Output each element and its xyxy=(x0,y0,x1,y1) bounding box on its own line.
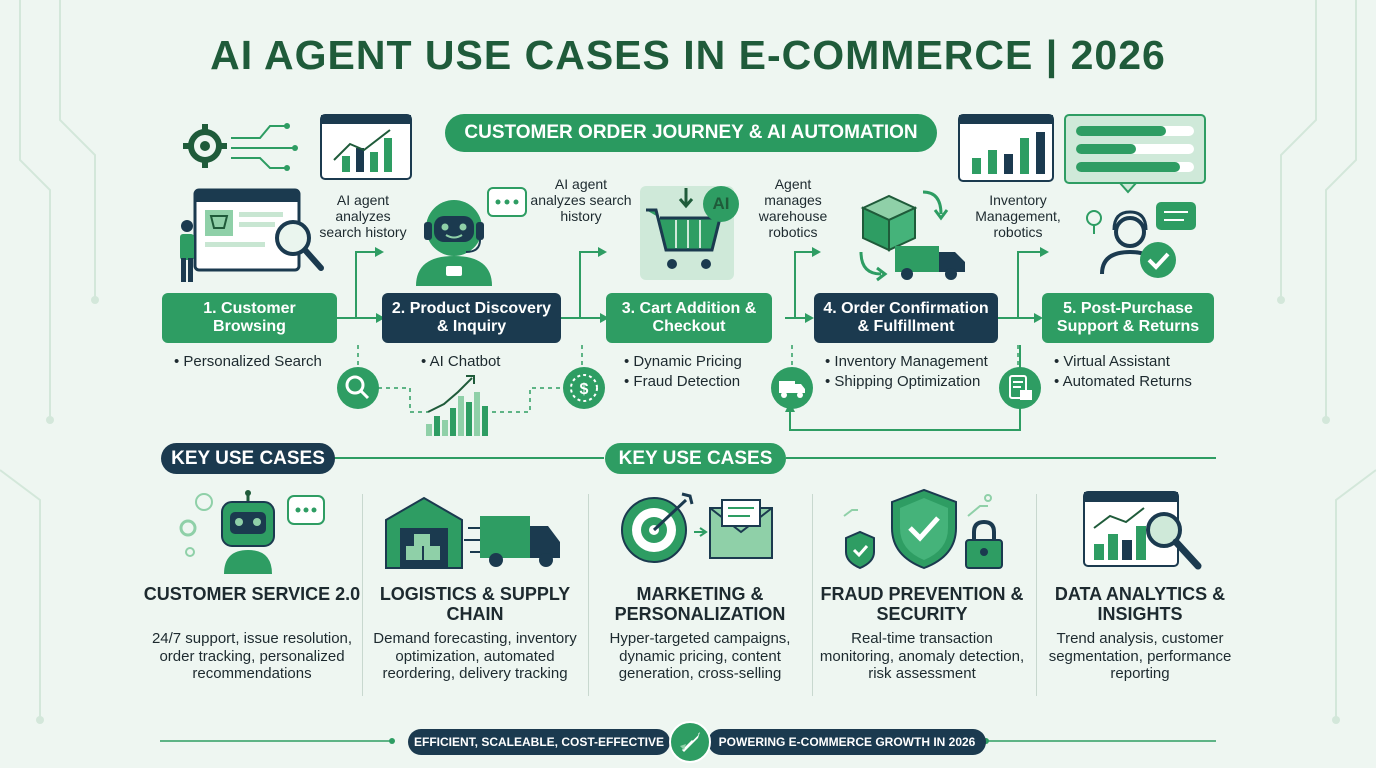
headset-icon xyxy=(424,222,432,240)
use-case-desc-data-analytics: Trend analysis, customer segmentation, p… xyxy=(1048,630,1232,682)
footer-right-tagline: POWERING E-COMMERCE GROWTH IN 2026 xyxy=(708,729,986,755)
use-case-title-data-analytics: DATA ANALYTICS & INSIGHTS xyxy=(1054,584,1226,624)
use-case-title-customer-service: CUSTOMER SERVICE 2.0 xyxy=(143,584,361,604)
circuit-lines-icon xyxy=(231,125,293,169)
column-divider xyxy=(812,494,813,696)
use-case-title-fraud-prevention: FRAUD PREVENTION & SECURITY xyxy=(820,584,1024,624)
bullet-ai-chatbot: AI Chatbot xyxy=(421,352,501,372)
analytics-chart-icon xyxy=(320,114,412,180)
stage-1-bullets: Personalized Search xyxy=(174,352,321,372)
progress-dashboard-icon xyxy=(1064,114,1206,194)
delivery-truck-icon xyxy=(771,367,813,409)
warehouse-truck-icon xyxy=(385,496,560,569)
robot-agent-illustration xyxy=(416,187,527,286)
journey-note-4: Inventory Management, robotics xyxy=(975,192,1061,240)
use-case-desc-logistics: Demand forecasting, inventory optimizati… xyxy=(373,630,577,682)
use-case-title-logistics: LOGISTICS & SUPPLY CHAIN xyxy=(379,584,571,624)
browsing-illustration xyxy=(180,123,324,282)
marketing-target-email-icon xyxy=(621,492,773,563)
key-use-cases-label-left: KEY USE CASES xyxy=(161,443,335,474)
journey-section-label: CUSTOMER ORDER JOURNEY & AI AUTOMATION xyxy=(445,114,937,152)
bullet-virtual-assistant: Virtual Assistant xyxy=(1054,352,1192,372)
truck-icon xyxy=(895,246,939,272)
stage-2-bullets: AI Chatbot xyxy=(421,352,501,372)
cart-small-icon xyxy=(209,215,229,229)
journey-note-3: Agent manages warehouse robotics xyxy=(758,176,828,240)
message-icon xyxy=(1156,202,1196,230)
bullet-inventory-management: Inventory Management xyxy=(825,352,987,372)
bullet-fraud-detection: Fraud Detection xyxy=(624,372,742,392)
headset-icon xyxy=(1112,210,1148,231)
lock-icon xyxy=(972,519,996,542)
refresh-arrow-icon xyxy=(922,190,943,215)
customer-service-robot-icon xyxy=(179,490,325,574)
stage-cart-checkout: 3. Cart Addition & Checkout xyxy=(606,293,772,343)
page-title: AI AGENT USE CASES IN E-COMMERCE | 2026 xyxy=(210,32,1166,78)
column-divider xyxy=(1036,494,1037,696)
inventory-chart-icon xyxy=(958,114,1054,182)
checkmark-icon xyxy=(1140,242,1176,278)
footer-left-tagline: EFFICIENT, SCALEABLE, COST-EFFECTIVE xyxy=(408,729,670,755)
bullet-personalized-search: Personalized Search xyxy=(174,352,321,372)
magnifier-icon xyxy=(1146,512,1182,548)
search-icon xyxy=(337,367,379,409)
journey-note-2: AI agent analyzes search history xyxy=(530,176,632,224)
fulfillment-illustration xyxy=(859,190,965,282)
column-divider xyxy=(588,494,589,696)
stage-post-purchase: 5. Post-Purchase Support & Returns xyxy=(1042,293,1214,343)
support-agent-illustration xyxy=(1086,202,1196,278)
stage-5-bullets: Virtual Assistant Automated Returns xyxy=(1054,352,1192,392)
return-document-icon xyxy=(999,367,1041,409)
use-case-desc-fraud-prevention: Real-time transaction monitoring, anomal… xyxy=(819,630,1025,682)
journey-note-1: AI agent analyzes search history xyxy=(319,192,407,240)
truck-icon xyxy=(480,516,530,558)
stage-customer-browsing: 1. Customer Browsing xyxy=(162,293,337,343)
dollar-coin-icon: $ xyxy=(563,367,605,409)
bullet-dynamic-pricing: Dynamic Pricing xyxy=(624,352,741,372)
bullet-shipping-optimization: Shipping Optimization xyxy=(825,372,988,392)
rocket-icon xyxy=(669,721,711,763)
person-icon xyxy=(180,220,194,282)
use-case-desc-marketing: Hyper-targeted campaigns, dynamic pricin… xyxy=(609,630,791,682)
magnifier-icon xyxy=(275,220,324,271)
svg-text:$: $ xyxy=(580,381,589,398)
growth-chart-icon xyxy=(426,375,488,436)
stage-4-bullets: Inventory Management Shipping Optimizati… xyxy=(825,352,988,392)
stage-order-fulfillment: 4. Order Confirmation & Fulfillment xyxy=(814,293,998,343)
data-analytics-icon xyxy=(1083,491,1202,570)
key-use-cases-label-center: KEY USE CASES xyxy=(605,443,786,474)
use-case-title-marketing: MARKETING & PERSONALIZATION xyxy=(614,584,786,624)
gear-icon xyxy=(183,124,227,168)
bullet-automated-returns: Automated Returns xyxy=(1054,372,1192,392)
gear-icon xyxy=(179,519,197,537)
column-divider xyxy=(362,494,363,696)
security-shield-lock-icon xyxy=(843,488,1003,570)
stage-3-bullets: Dynamic Pricing Fraud Detection xyxy=(624,352,742,392)
ai-badge: AI xyxy=(703,186,739,222)
stage-product-discovery: 2. Product Discovery & Inquiry xyxy=(382,293,561,343)
use-case-desc-customer-service: 24/7 support, issue resolution, order tr… xyxy=(151,630,353,682)
